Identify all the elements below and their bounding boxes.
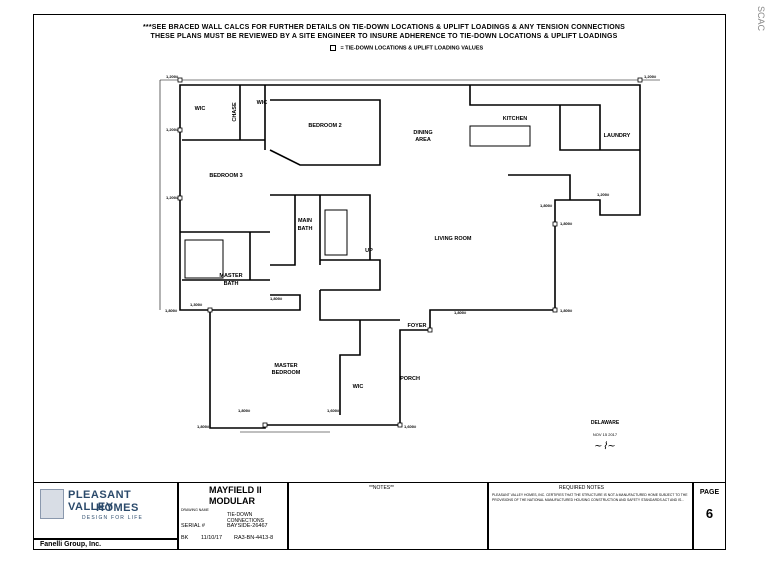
tie-down-value: 1,800# — [197, 424, 210, 429]
legend: = TIE-DOWN LOCATIONS & UPLIFT LOADING VA… — [330, 45, 483, 51]
tie-down-value: 1,800# — [165, 308, 178, 313]
tie-down-value: 1,800# — [238, 408, 251, 413]
label-bedroom-2: BEDROOM 2 — [308, 123, 341, 129]
label-main-bath: BATH — [298, 226, 313, 232]
page-label: PAGE — [699, 489, 720, 496]
signature-icon: ~⌇~ — [594, 441, 616, 452]
header-line-2: THESE PLANS MUST BE REVIEWED BY A SITE E… — [150, 33, 618, 40]
notes-cell: **NOTES** — [288, 482, 488, 550]
label-master-2: MASTER — [274, 363, 297, 369]
watermark: SCAC — [756, 6, 766, 32]
drawing-number: RA3-BN-4413-8 — [234, 535, 274, 541]
title-block: PLEASANT VALLEY HOMES DESIGN FOR LIFE Fa… — [33, 482, 726, 550]
tie-down-marker-icon — [330, 45, 336, 51]
label-main: MAIN — [298, 218, 312, 224]
logo-icon — [40, 489, 64, 519]
header-line-1: ***SEE BRACED WALL CALCS FOR FURTHER DET… — [142, 24, 626, 31]
drawing-name: TIE-DOWN CONNECTIONS — [227, 512, 264, 524]
label-wic-3: WIC — [353, 384, 364, 390]
drawn-by: BK — [181, 535, 189, 541]
tie-down-value: 1,800# — [560, 308, 573, 313]
tie-down-value: 1,800# — [270, 296, 283, 301]
label-wic-2: WIC — [257, 100, 268, 106]
engineer-stamp: DELAWARE NOV 15 2017 ~⌇~ — [560, 420, 650, 452]
drawing-date: 11/10/17 — [201, 535, 223, 541]
required-notes-text: PLEASANT VALLEY HOMES, INC. CERTIFIES TH… — [492, 493, 688, 502]
serial-value: BAYSIDE-26467 — [227, 523, 268, 529]
tie-down-value: 1,200# — [644, 74, 657, 79]
tie-down-value: 1,800# — [454, 310, 467, 315]
label-area: AREA — [415, 137, 431, 143]
tie-down-value: 1,600# — [404, 424, 417, 429]
label-chase: CHASE — [232, 102, 238, 122]
label-master-1: MASTER — [219, 273, 242, 279]
logo-cell: PLEASANT VALLEY HOMES DESIGN FOR LIFE — [33, 482, 178, 539]
tie-down-value: 1,200# — [166, 127, 179, 132]
company-second: HOMES — [96, 502, 139, 514]
legend-text: = TIE-DOWN LOCATIONS & UPLIFT LOADING VA… — [340, 45, 484, 52]
tie-down-value: 1,800# — [540, 203, 553, 208]
tie-down-value: 1,800# — [560, 221, 573, 226]
tie-down-value: 1,200# — [166, 195, 179, 200]
tie-down-value: 1,200# — [597, 192, 610, 197]
label-dining: DINING — [413, 130, 432, 136]
label-foyer: FOYER — [408, 323, 427, 329]
model-cell: MAYFIELD II MODULAR DRAWING NAME TIE-DOW… — [178, 482, 288, 550]
drawing-label: DRAWING NAME — [181, 508, 209, 512]
model-type: MODULAR — [209, 496, 255, 506]
floor-plan: WIC CHASE WIC BEDROOM 2 DINING AREA KITC… — [159, 74, 660, 433]
required-notes-label: REQUIRED NOTES — [559, 485, 605, 491]
label-wic-1: WIC — [195, 106, 206, 112]
label-living-room: LIVING ROOM — [435, 236, 472, 242]
label-porch: PORCH — [400, 376, 420, 382]
label-kitchen: KITCHEN — [503, 116, 527, 122]
stamp-state: DELAWARE — [590, 420, 620, 426]
stamp-date: NOV 15 2017 — [592, 432, 618, 437]
label-up: UP — [365, 248, 373, 254]
notes-label: **NOTES** — [369, 485, 395, 491]
label-bedroom-3: BEDROOM 3 — [209, 173, 242, 179]
page-cell: PAGE 6 — [693, 482, 726, 550]
label-master-bath: BATH — [224, 281, 239, 287]
company-main: PLEASANT VALLEY — [68, 489, 132, 513]
label-laundry: LAUNDRY — [604, 133, 631, 139]
tie-down-value: 1,300# — [190, 302, 203, 307]
serial-label: SERIAL # — [181, 523, 205, 529]
model-name: MAYFIELD II — [209, 485, 262, 495]
page-number: 6 — [705, 506, 714, 521]
tie-down-value: 1,200# — [166, 74, 179, 79]
label-master-bedroom: BEDROOM — [272, 370, 301, 376]
tagline: DESIGN FOR LIFE — [82, 515, 144, 521]
tie-down-value: 1,600# — [327, 408, 340, 413]
group-name: Fanelli Group, Inc. — [33, 539, 178, 550]
required-notes-cell: REQUIRED NOTES PLEASANT VALLEY HOMES, IN… — [488, 482, 693, 550]
